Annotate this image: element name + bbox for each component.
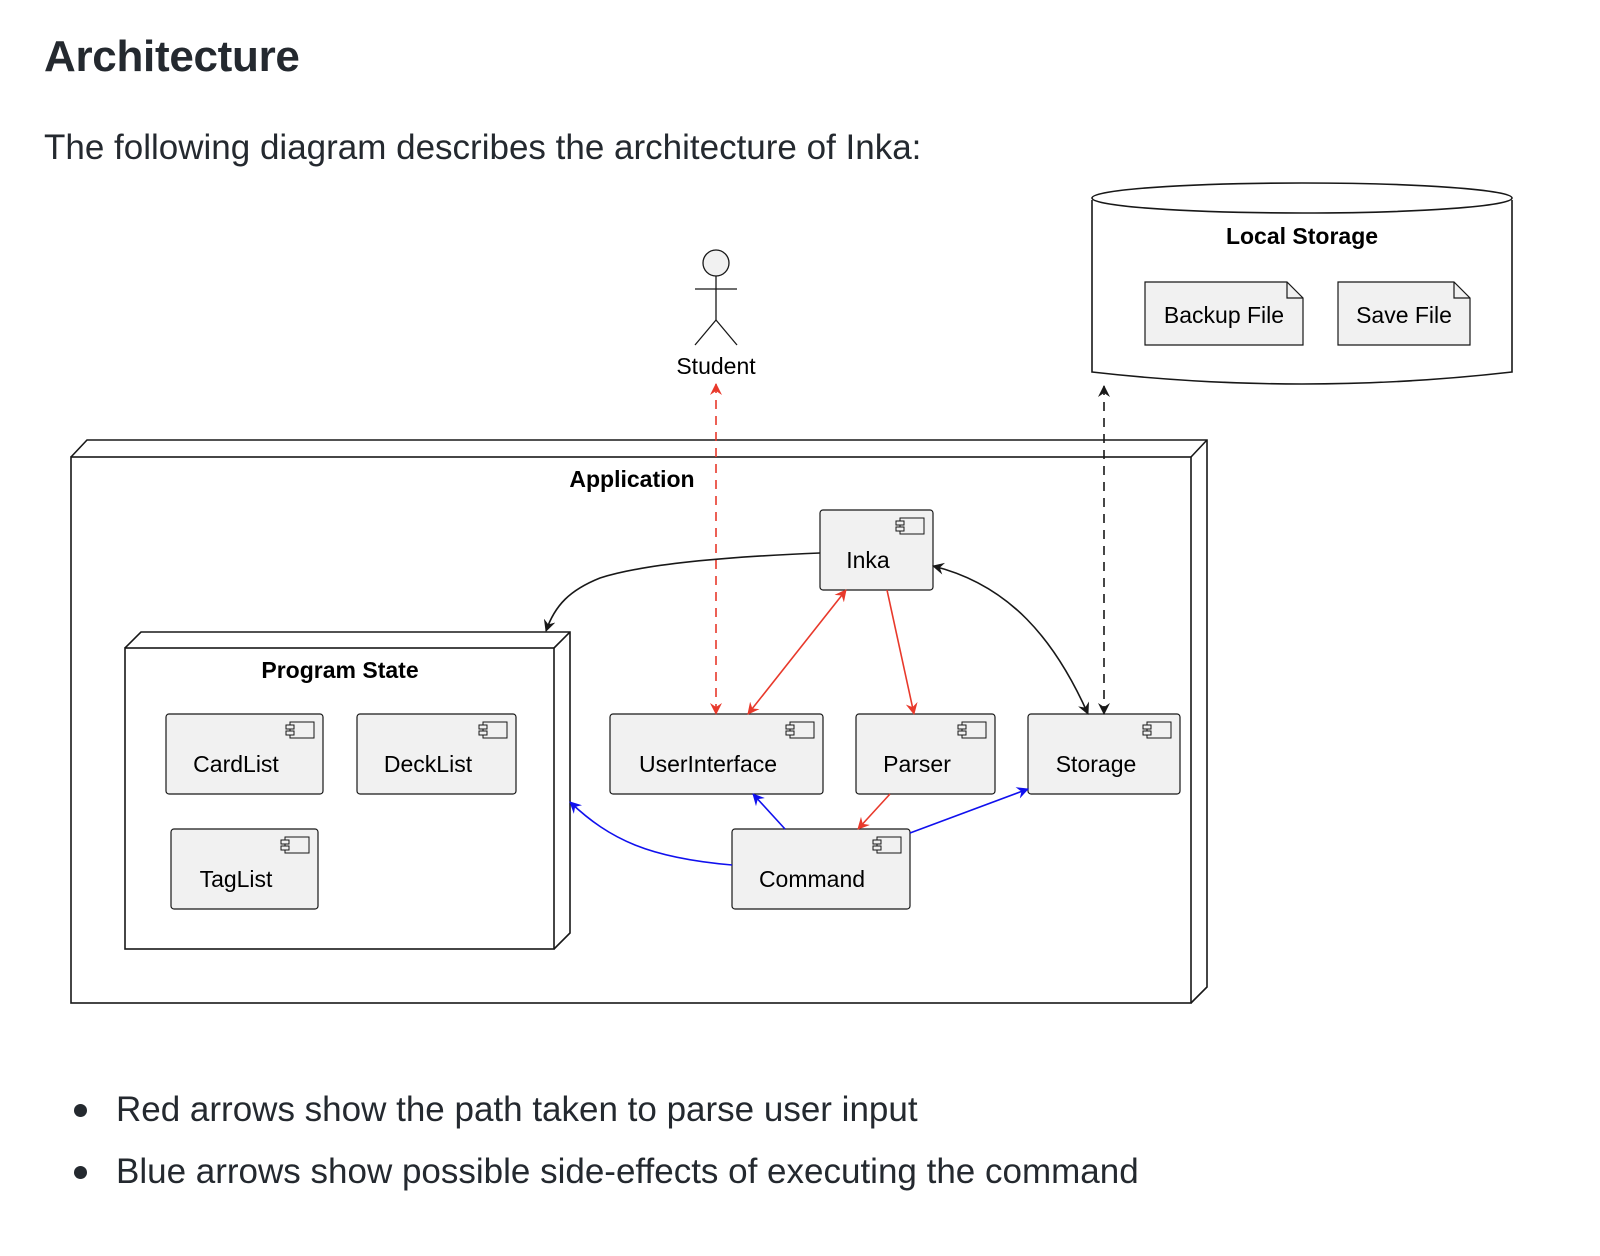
inka-label: Inka: [846, 547, 890, 573]
command-label: Command: [759, 866, 865, 892]
arrow-inka-programstate: [543, 552, 821, 632]
backup-file-artifact: Backup File: [1144, 281, 1304, 346]
student-label: Student: [676, 353, 756, 379]
arrow-inka-userinterface: [747, 589, 847, 715]
cardlist-component: CardList: [165, 713, 324, 795]
arrow-command-programstate: [569, 801, 733, 866]
legend-item-blue: Blue arrows show possible side-effects o…: [72, 1148, 1139, 1210]
save-file-artifact: Save File: [1337, 281, 1471, 346]
arrow-inka-parser: [886, 589, 918, 715]
parser-component: Parser: [855, 713, 996, 795]
userinterface-label: UserInterface: [639, 751, 777, 777]
cardlist-label: CardList: [193, 751, 279, 777]
student-actor: Student: [676, 249, 756, 379]
legend-item-red: Red arrows show the path taken to parse …: [72, 1086, 1139, 1148]
decklist-label: DeckList: [384, 751, 473, 777]
page-title: Architecture: [44, 32, 300, 81]
arrow-parser-command: [857, 793, 891, 830]
storage-component: Storage: [1027, 713, 1181, 795]
local-storage-database: Local Storage Backup File Save File: [1091, 182, 1513, 385]
taglist-label: TagList: [200, 866, 273, 892]
intro-text: The following diagram describes the arch…: [44, 128, 922, 167]
save-file-label: Save File: [1356, 302, 1452, 328]
application-title: Application: [569, 466, 694, 492]
backup-file-label: Backup File: [1164, 302, 1284, 328]
taglist-component: TagList: [170, 828, 319, 910]
legend-list: Red arrows show the path taken to parse …: [72, 1086, 1139, 1210]
program-state-title: Program State: [261, 657, 418, 683]
storage-label: Storage: [1056, 751, 1137, 777]
parser-label: Parser: [883, 751, 951, 777]
inka-component: Inka: [819, 509, 934, 591]
local-storage-title: Local Storage: [1226, 223, 1378, 249]
userinterface-component: UserInterface: [609, 713, 824, 795]
decklist-component: DeckList: [356, 713, 517, 795]
arrow-command-storage: [909, 787, 1029, 834]
command-component: Command: [731, 828, 911, 910]
arrow-command-userinterface: [752, 793, 786, 830]
arrow-inka-storage: [932, 562, 1089, 715]
